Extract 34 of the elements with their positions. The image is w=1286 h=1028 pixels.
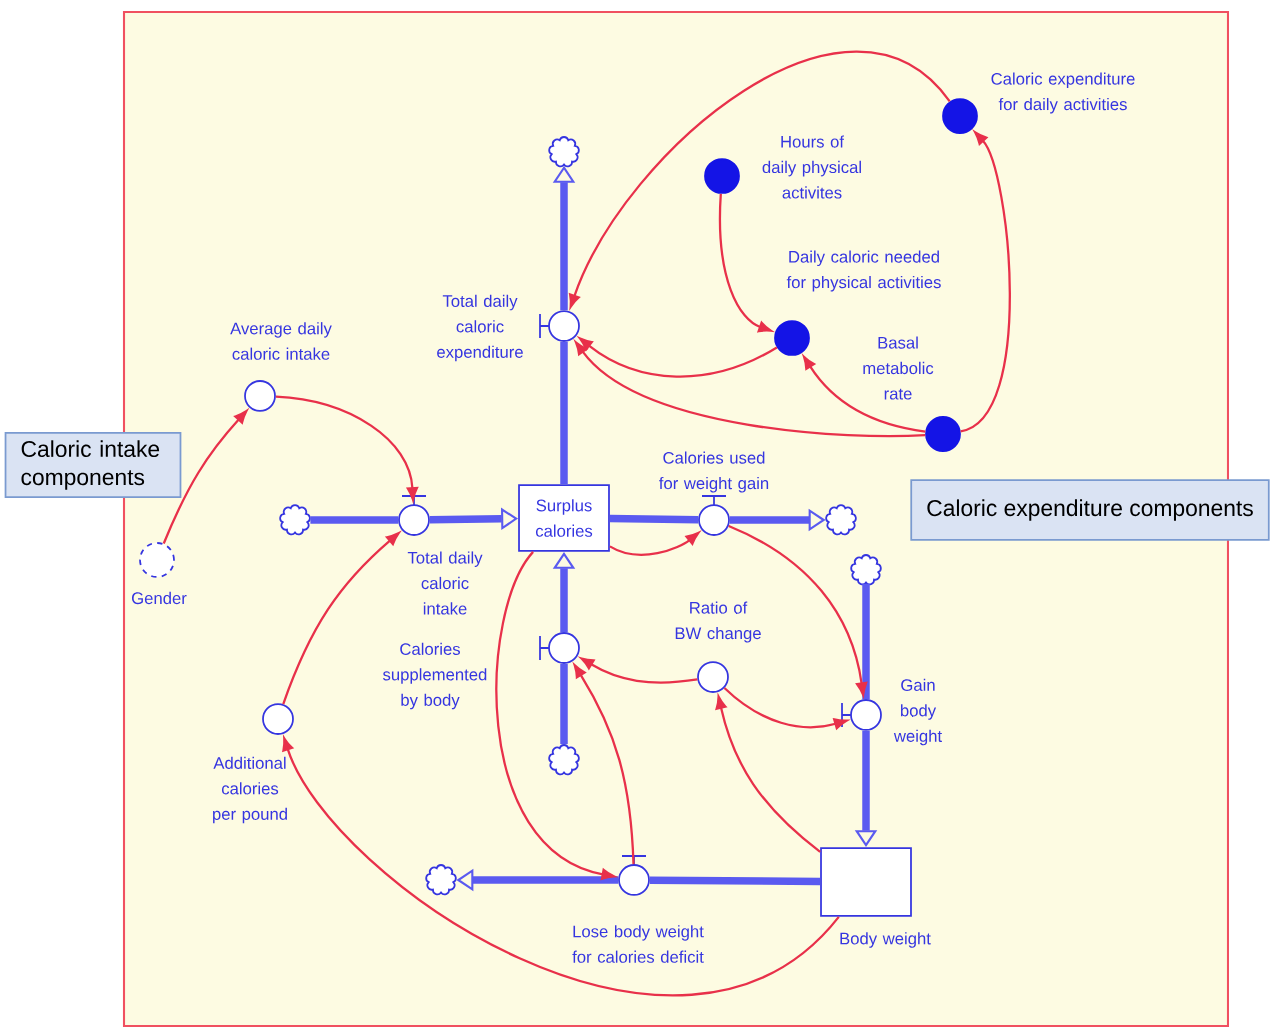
link-arrow: [574, 341, 926, 438]
variable-label: Body weight: [840, 932, 931, 948]
link-arrow: [802, 355, 926, 433]
variable-label: Daily caloric needed for physical activities: [786, 250, 941, 292]
cloud-symbol: [425, 864, 457, 896]
variable-label: Gender: [132, 591, 187, 605]
cloud-symbol: [548, 136, 580, 168]
cloud-symbol: [279, 504, 311, 536]
variable-label: Additional calories per pound: [213, 756, 287, 824]
annotation-box: Caloric intake components: [4, 431, 182, 499]
variable-label: Total daily caloric intake: [407, 551, 483, 615]
cloud-symbol: [548, 744, 580, 776]
stock-box: Surplus calories: [518, 484, 610, 552]
variable-label: Lose body weight for calories deficit: [572, 925, 704, 963]
link-arrow: [580, 657, 698, 684]
variable-label: Caloric expenditure for daily activities: [991, 72, 1135, 114]
variable-label: Calories supplemented by body: [383, 642, 487, 710]
link-arrow: [162, 410, 248, 544]
variable-label: Average daily caloric intake: [230, 322, 332, 360]
link-arrow: [609, 531, 700, 556]
link-arrow: [282, 737, 840, 996]
link-arrow: [569, 50, 951, 308]
link-arrow: [579, 337, 778, 378]
variable-label: Hours of daily physical activites: [762, 135, 861, 199]
variable-label: Gain body weight: [893, 678, 942, 746]
variable-label: Basal metabolic rate: [863, 336, 934, 400]
link-arrow: [718, 193, 772, 333]
link-arrow: [282, 532, 400, 705]
link-arrow: [960, 131, 1011, 433]
annotation-box: Caloric expenditure components: [910, 479, 1270, 541]
link-arrow: [275, 395, 419, 501]
link-arrow: [573, 664, 635, 865]
variable-label: Total daily caloric expenditure: [437, 294, 523, 362]
variable-label: Calories used for weight gain: [659, 451, 769, 493]
